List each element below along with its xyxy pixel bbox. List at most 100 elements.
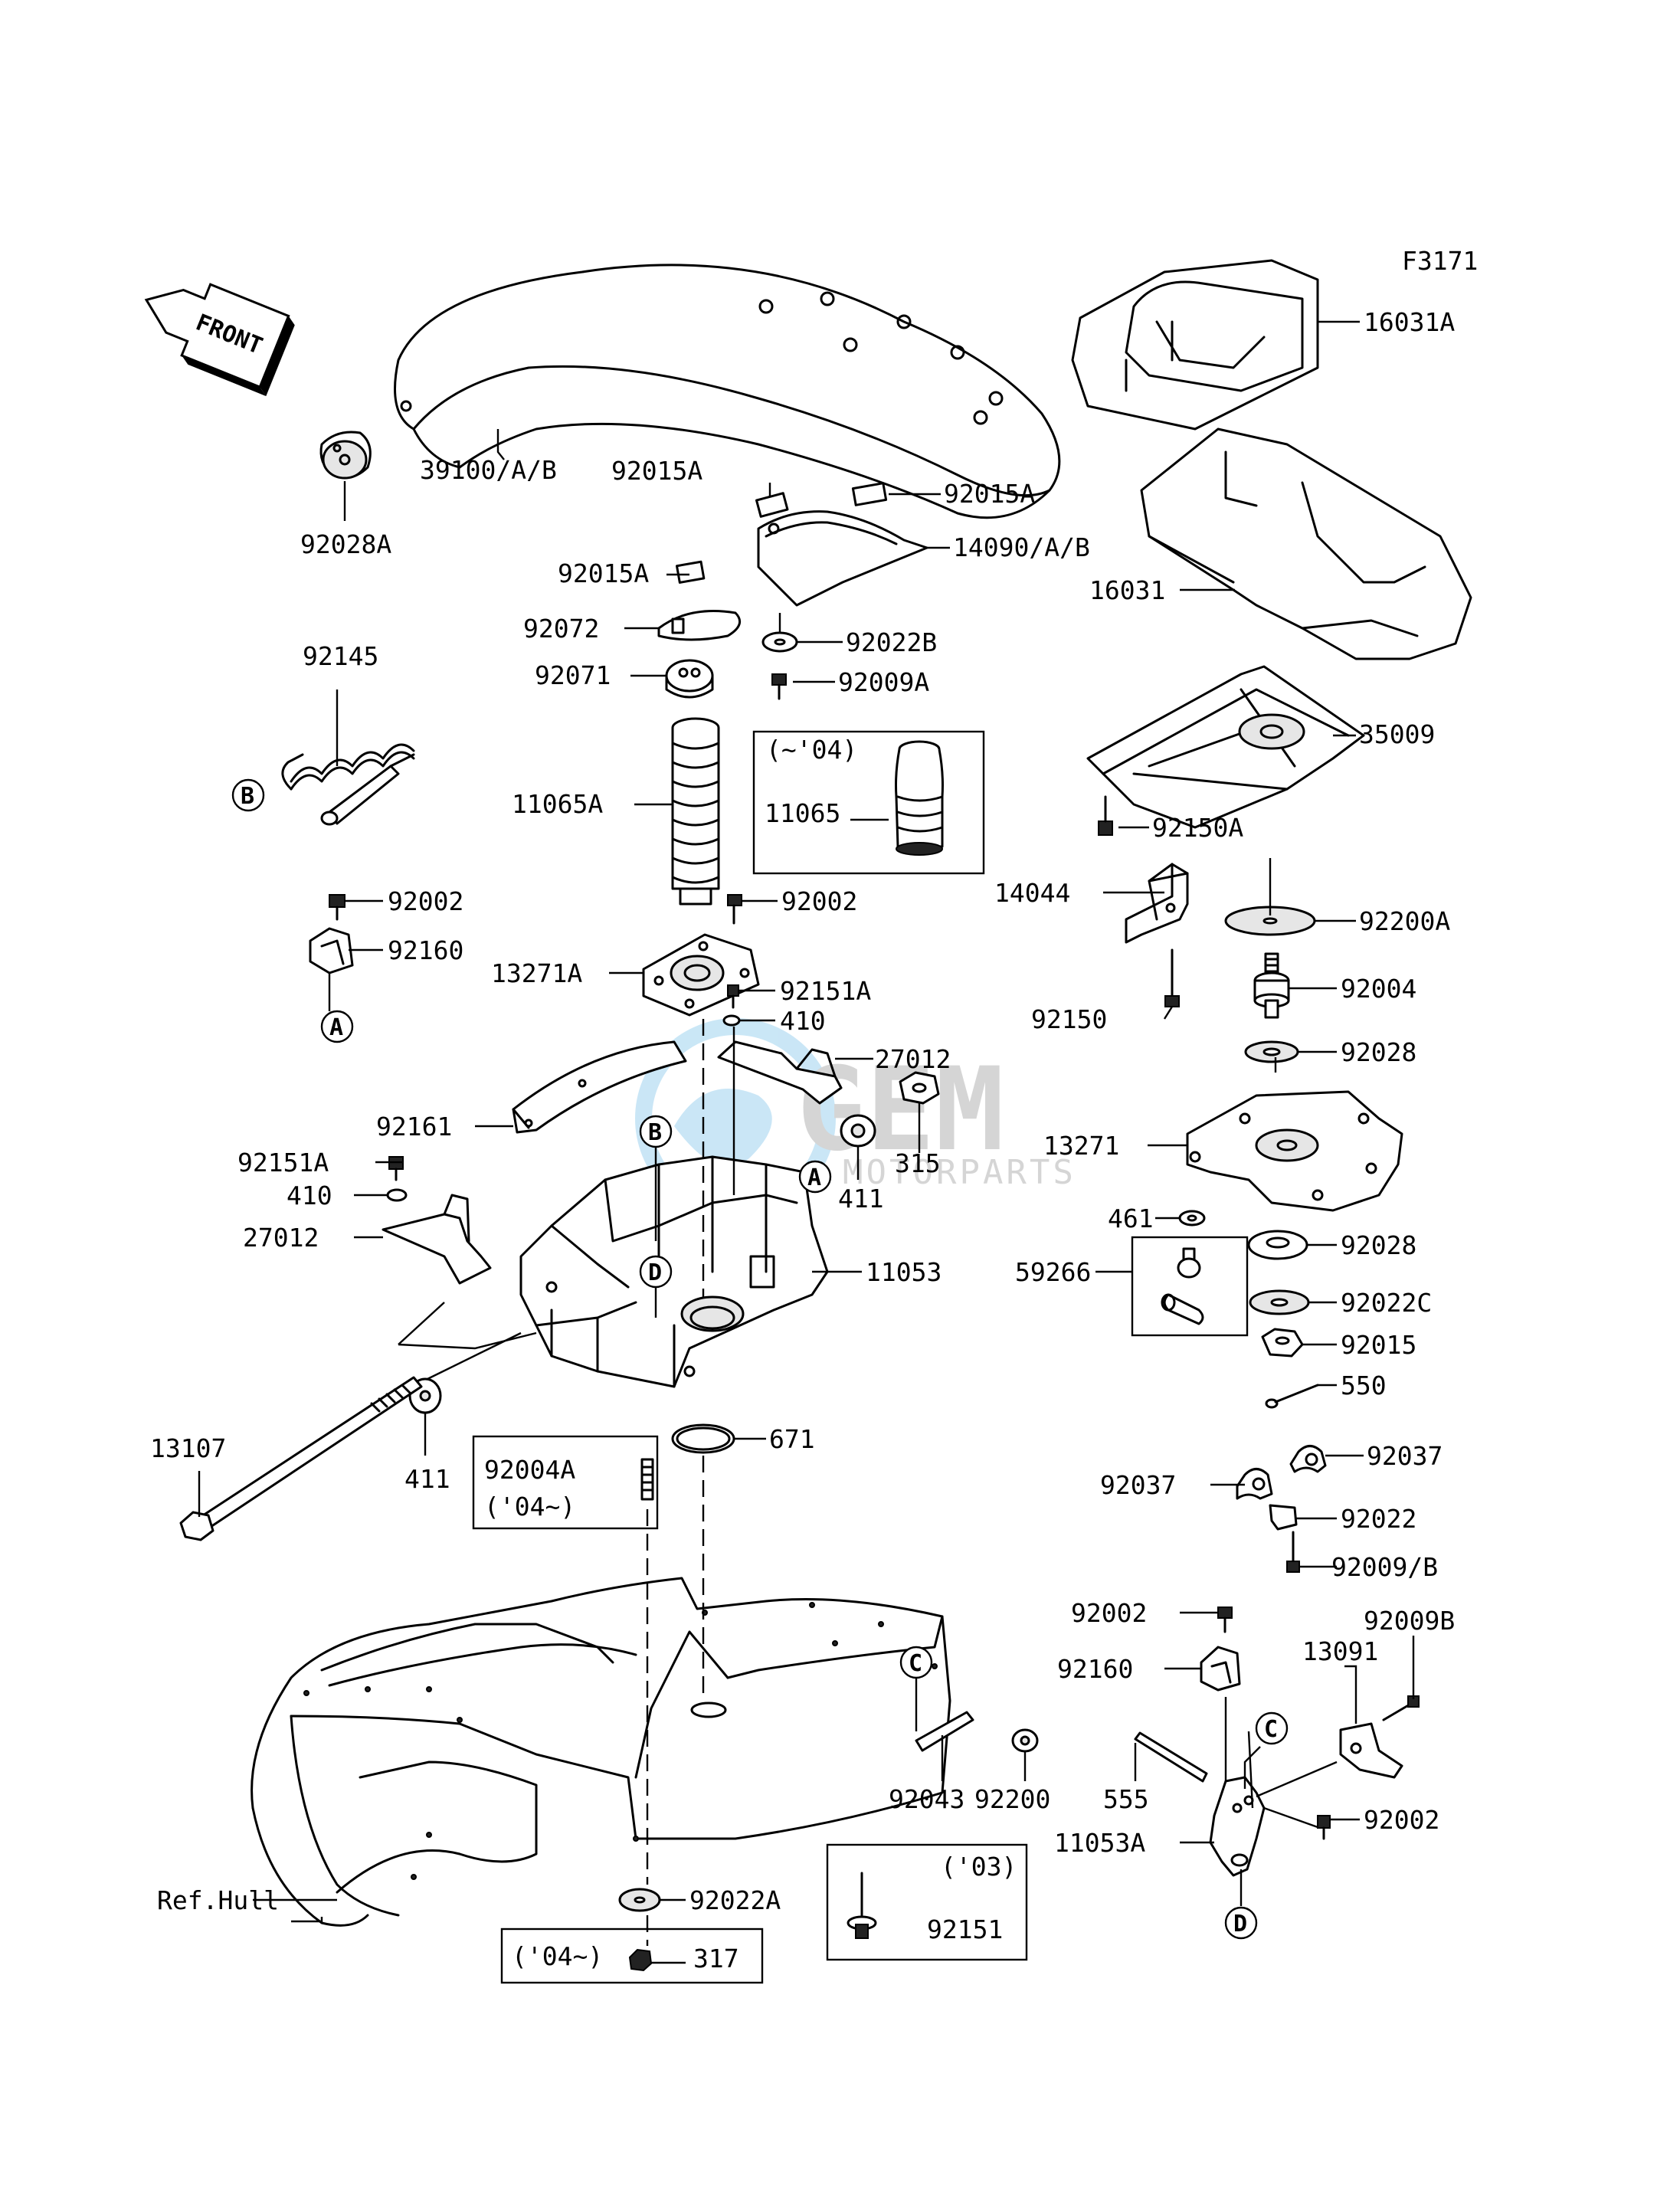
- nut-315: [899, 1071, 940, 1105]
- svg-text:C: C: [1264, 1716, 1278, 1743]
- marker-b-left: B: [231, 778, 265, 812]
- label-92150: 92150: [1031, 1004, 1107, 1034]
- bolt-92009B-right: [1286, 1531, 1300, 1573]
- cover-16031A: [1071, 259, 1319, 431]
- label-92015A-2: 92015A: [944, 479, 1035, 509]
- leader-lines: [198, 320, 1415, 1964]
- watermark-subtitle: MOTORPARTS: [843, 1153, 1076, 1192]
- nut-317: [628, 1948, 653, 1972]
- bolt-92002-center: [727, 894, 742, 925]
- plate-13271: [1186, 1090, 1403, 1212]
- label-92002-1: 92002: [388, 886, 463, 916]
- stud-04on-part: 92004A: [484, 1455, 575, 1485]
- label-92151A-2: 92151A: [237, 1148, 329, 1177]
- bolt-92150: [1164, 948, 1180, 1007]
- washer-92028-lower: [1247, 1230, 1308, 1260]
- pin-555: [1134, 1731, 1208, 1783]
- marker-c-key: C: [899, 1646, 933, 1731]
- label-92002-2: 92002: [781, 886, 857, 916]
- label-16031: 16031: [1089, 575, 1165, 605]
- marker-d-right: D: [1224, 1906, 1258, 1940]
- label-92160-1: 92160: [388, 935, 463, 965]
- alignment-lines: [646, 1019, 1277, 1946]
- bracket-92160-right: [1200, 1646, 1241, 1692]
- label-411-2: 411: [404, 1464, 450, 1494]
- clip-92022: [1269, 1504, 1298, 1531]
- label-92200: 92200: [974, 1784, 1050, 1814]
- bolt-03-year: ('03): [941, 1852, 1017, 1882]
- plate-35009: [1086, 665, 1365, 829]
- key-92043: [915, 1711, 974, 1752]
- stud-92004: [1253, 952, 1290, 1019]
- label-92015A-1: 92015A: [611, 456, 702, 486]
- label-92009B-1: 92009/B: [1331, 1552, 1438, 1582]
- label-13091: 13091: [1302, 1636, 1378, 1666]
- label-92002-3: 92002: [1071, 1598, 1147, 1628]
- label-13271: 13271: [1043, 1131, 1119, 1161]
- label-92160-2: 92160: [1057, 1654, 1133, 1684]
- frame-11053: [519, 1155, 829, 1388]
- oring-671: [671, 1423, 735, 1454]
- bracket-13091: [1339, 1722, 1403, 1779]
- label-92145: 92145: [303, 641, 378, 671]
- washer-92028A: [319, 431, 372, 480]
- nut-461: [1178, 1210, 1206, 1227]
- washer-92028-top: [1244, 1040, 1299, 1063]
- bolt-92151A-center: [727, 984, 739, 1009]
- label-92022C: 92022C: [1341, 1288, 1432, 1318]
- label-92037-1: 92037: [1367, 1441, 1443, 1471]
- stud-92004A: [640, 1458, 654, 1501]
- label-92072: 92072: [523, 614, 599, 644]
- label-92015A-3: 92015A: [558, 558, 649, 588]
- label-92009A: 92009A: [838, 667, 929, 697]
- label-92161: 92161: [376, 1112, 452, 1141]
- label-92002-4: 92002: [1364, 1805, 1439, 1835]
- washer-92022C: [1249, 1289, 1310, 1315]
- label-59266: 59266: [1015, 1257, 1091, 1287]
- clip-92015A-c: [675, 560, 706, 584]
- washer-411-right: [840, 1114, 876, 1148]
- label-92028-2: 92028: [1341, 1230, 1416, 1260]
- label-410-2: 410: [287, 1181, 332, 1210]
- boot-upto04-year: (~'04): [766, 735, 857, 765]
- label-27012-2: 27012: [243, 1223, 319, 1253]
- label-555: 555: [1103, 1784, 1149, 1814]
- marker-a-left: A: [320, 1010, 354, 1043]
- nut-92015: [1261, 1328, 1304, 1358]
- bolt-92002-right-top: [1217, 1607, 1233, 1633]
- label-92151A-1: 92151A: [780, 976, 871, 1006]
- label-35009: 35009: [1359, 719, 1435, 749]
- svg-text:A: A: [329, 1014, 343, 1041]
- clip-92015A-b: [851, 482, 888, 506]
- label-315: 315: [895, 1148, 941, 1178]
- svg-text:B: B: [648, 1119, 662, 1146]
- label-27012-1: 27012: [875, 1044, 951, 1074]
- label-14044: 14044: [994, 878, 1070, 908]
- bolt-92151A-left: [388, 1156, 404, 1181]
- label-92071: 92071: [535, 660, 611, 690]
- label-410-1: 410: [780, 1006, 826, 1036]
- figure-code: F3171: [1402, 246, 1478, 276]
- washer-92200: [1011, 1728, 1039, 1753]
- boot-11065A: [671, 717, 720, 906]
- label-92028A: 92028A: [300, 529, 391, 559]
- label-92028-1: 92028: [1341, 1037, 1416, 1067]
- label-13107: 13107: [150, 1433, 226, 1463]
- nut-04on-part: 317: [693, 1944, 739, 1973]
- nut-04on-year: ('04~): [512, 1941, 603, 1971]
- marker-d-center: D: [639, 1255, 673, 1318]
- joint-59266: [1161, 1247, 1204, 1325]
- marker-a-center: A: [798, 1160, 832, 1194]
- bracket-11053A: [1209, 1776, 1266, 1877]
- pad-92161: [512, 1040, 687, 1134]
- label-461: 461: [1108, 1204, 1154, 1233]
- label-92150A: 92150A: [1152, 813, 1243, 843]
- label-11053: 11053: [866, 1257, 942, 1287]
- clamp-92037-a: [1289, 1445, 1327, 1473]
- marker-b-center: B: [639, 1115, 673, 1241]
- label-671: 671: [769, 1424, 815, 1454]
- bolt-92150A: [1098, 795, 1113, 836]
- label-92037-2: 92037: [1100, 1470, 1176, 1500]
- bracket-92160-left: [309, 927, 354, 974]
- variant-box-03: [826, 1843, 1028, 1961]
